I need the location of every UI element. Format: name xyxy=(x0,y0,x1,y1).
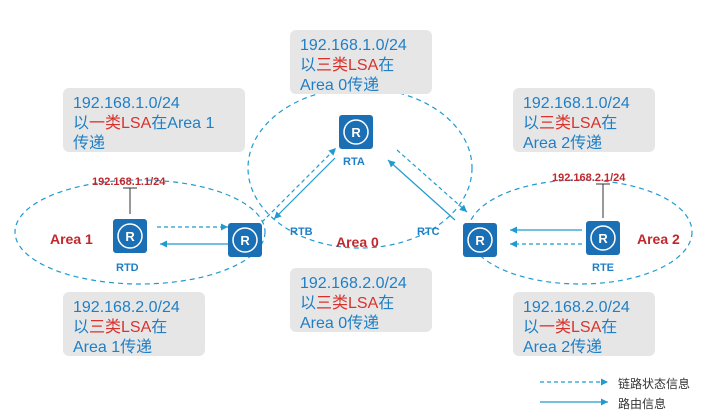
info-box-rta-top: 192.168.1.0/24 以三类LSA在 Area 0传递 xyxy=(290,30,432,94)
lsa-arrow-rtb-rta xyxy=(261,147,337,223)
legend-route-text: 路由信息 xyxy=(618,397,667,411)
router-rte-icon xyxy=(585,220,621,256)
router-rte-label: RTE xyxy=(592,262,614,274)
area0-label: Area 0 xyxy=(336,234,379,250)
area2-label: Area 2 xyxy=(637,231,680,247)
route-arrow-rtc-rta xyxy=(387,159,456,221)
router-rtc-label: RTC xyxy=(417,226,440,238)
router-rtb-label: RTB xyxy=(290,226,313,238)
info-box-rtd-top: 192.168.1.0/24 以一类LSA在Area 1 传递 xyxy=(63,88,245,152)
router-rtd-label: RTD xyxy=(116,262,139,274)
router-rtb-icon xyxy=(227,222,263,258)
ip-label-rte: 192.168.2.1/24 xyxy=(552,172,626,184)
info-box-rtd-bottom: 192.168.2.0/24 以三类LSA在 Area 1传递 xyxy=(63,292,205,356)
area1-ellipse xyxy=(14,179,266,285)
router-rta-icon xyxy=(338,114,374,150)
area1-label: Area 1 xyxy=(50,231,93,247)
legend-lsa-text: 链路状态信息 xyxy=(618,377,691,391)
router-rta-label: RTA xyxy=(343,156,365,168)
info-box-rte-bottom: 192.168.2.0/24 以一类LSA在 Area 2传递 xyxy=(513,292,655,356)
route-arrow-rta-rtb xyxy=(273,157,336,220)
router-rtd-icon xyxy=(112,218,148,254)
area2-ellipse xyxy=(467,179,693,285)
lsa-arrow-rta-rtc xyxy=(396,149,468,213)
info-box-middle-bottom: 192.168.2.0/24 以三类LSA在 Area 0传递 xyxy=(290,268,432,332)
area0-ellipse xyxy=(247,87,473,249)
ip-label-rtd: 192.168.1.1/24 xyxy=(92,176,166,188)
router-rtc-icon xyxy=(462,222,498,258)
info-box-rte-top: 192.168.1.0/24 以三类LSA在 Area 2传递 xyxy=(513,88,655,152)
